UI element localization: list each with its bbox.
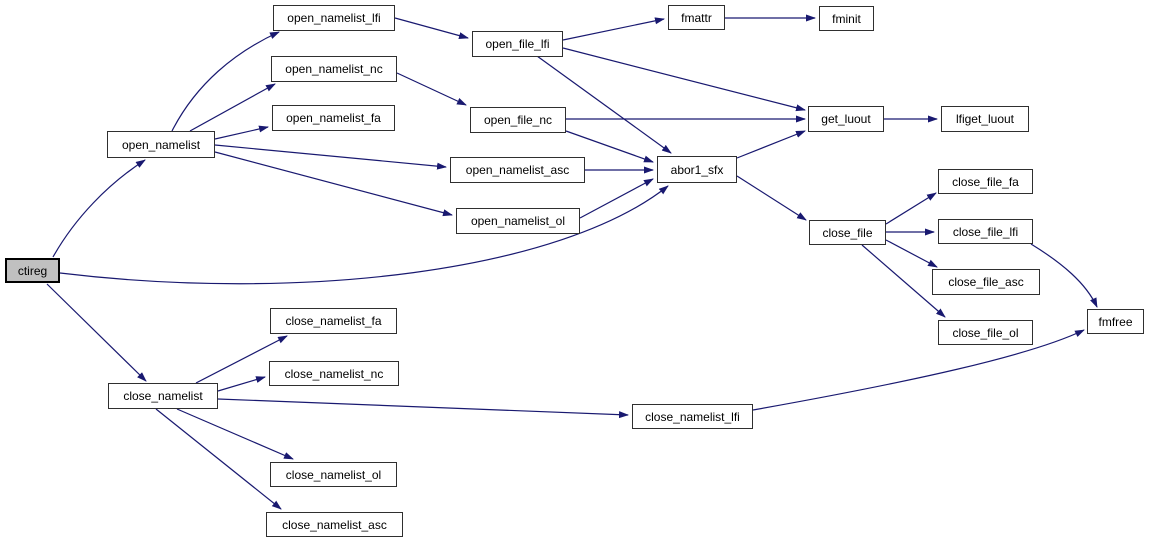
edge-close_namelist-to-close_namelist_lfi [217,398,629,419]
node-label: open_file_nc [483,113,553,127]
node-open_namelist_ol[interactable]: open_namelist_ol [456,208,580,234]
node-label: get_luout [821,112,871,126]
edge-open_namelist_nc-to-open_file_nc [396,72,467,106]
node-open_namelist_lfi[interactable]: open_namelist_lfi [273,5,395,31]
edge-open_namelist-to-open_namelist_ol [214,151,453,217]
node-close_file[interactable]: close_file [809,220,886,245]
node-label: open_file_lfi [485,37,550,51]
edge-close_file-to-close_file_fa [885,192,937,225]
node-label: fmfree [1098,314,1133,329]
node-label: open_namelist_fa [286,111,381,125]
edge-open_file_lfi-to-fmattr [562,17,665,41]
node-lfiget_luout[interactable]: lfiget_luout [941,106,1029,132]
node-close_file_asc[interactable]: close_file_asc [932,269,1040,295]
edge-close_namelist-to-close_namelist_ol [176,408,294,460]
edge-close_file-to-close_file_ol [861,244,946,318]
node-label: fmattr [681,10,712,25]
edge-open_namelist_lfi-to-open_file_lfi [394,17,469,39]
node-fmattr[interactable]: fmattr [668,5,725,30]
node-label: open_namelist [121,137,201,152]
node-get_luout[interactable]: get_luout [808,106,884,132]
edge-open_file_lfi-to-abor1_sfx [536,55,672,154]
node-abor1_sfx[interactable]: abor1_sfx [657,156,737,183]
edge-abor1_sfx-to-get_luout [736,130,806,159]
node-close_namelist_fa[interactable]: close_namelist_fa [270,308,397,334]
node-open_file_nc[interactable]: open_file_nc [470,107,566,133]
node-ctireg[interactable]: ctireg [5,258,60,283]
node-close_file_lfi[interactable]: close_file_lfi [938,219,1033,244]
node-label: open_namelist_nc [285,62,383,76]
node-open_namelist_nc[interactable]: open_namelist_nc [271,56,397,82]
node-label: close_file_asc [948,275,1024,289]
edge-close_namelist_lfi-to-fmfree [752,329,1085,411]
edge-open_file_lfi-to-get_luout [562,47,806,112]
node-label: close_namelist_nc [284,366,384,381]
edge-open_namelist-to-open_namelist_asc [214,144,447,170]
node-label: open_namelist_ol [470,214,566,228]
node-label: open_namelist_asc [465,163,570,177]
node-label: close_file [822,225,873,240]
node-label: close_file_ol [952,325,1019,340]
node-label: close_namelist_asc [282,517,387,532]
node-label: close_namelist_fa [285,314,382,328]
edge-open_namelist-to-open_namelist_lfi [171,31,280,132]
node-fminit[interactable]: fminit [819,6,874,31]
edge-close_namelist-to-close_namelist_asc [155,408,282,510]
node-label: lfiget_luout [955,112,1015,126]
node-close_namelist_lfi[interactable]: close_namelist_lfi [632,404,753,429]
node-close_file_ol[interactable]: close_file_ol [938,320,1033,345]
node-open_namelist_asc[interactable]: open_namelist_asc [450,157,585,183]
node-label: abor1_sfx [670,162,724,177]
node-label: close_file_fa [952,174,1019,189]
node-label: close_file_lfi [952,224,1019,239]
node-open_namelist_fa[interactable]: open_namelist_fa [272,105,395,131]
edge-ctireg-to-close_namelist [46,283,147,382]
node-close_namelist_asc[interactable]: close_namelist_asc [266,512,403,537]
node-label: close_namelist_ol [285,467,382,482]
node-close_namelist_ol[interactable]: close_namelist_ol [270,462,397,487]
edge-close_file_lfi-to-fmfree [1030,243,1098,308]
node-open_namelist[interactable]: open_namelist [107,131,215,158]
edge-open_file_nc-to-abor1_sfx [565,130,654,163]
edge-close_file-to-close_file_asc [885,239,938,268]
node-label: fminit [832,11,861,26]
node-label: ctireg [17,263,48,278]
edge-ctireg-to-open_namelist [52,159,146,258]
node-close_namelist_nc[interactable]: close_namelist_nc [269,361,399,386]
node-label: open_namelist_lfi [287,11,381,25]
edge-abor1_sfx-to-close_file [736,175,807,221]
edge-open_namelist-to-open_namelist_nc [189,83,276,132]
node-label: close_namelist_lfi [645,409,740,424]
edge-close_namelist-to-close_namelist_fa [195,335,288,384]
edge-close_namelist-to-close_namelist_nc [217,376,266,392]
node-open_file_lfi[interactable]: open_file_lfi [472,31,563,57]
node-label: close_namelist [123,389,203,403]
edge-open_namelist-to-open_namelist_fa [214,125,269,140]
node-close_namelist[interactable]: close_namelist [108,383,218,409]
edge-ctireg-to-abor1_sfx [59,185,669,285]
edge-open_namelist_ol-to-abor1_sfx [579,178,654,219]
node-close_file_fa[interactable]: close_file_fa [938,169,1033,194]
node-fmfree[interactable]: fmfree [1087,309,1144,334]
